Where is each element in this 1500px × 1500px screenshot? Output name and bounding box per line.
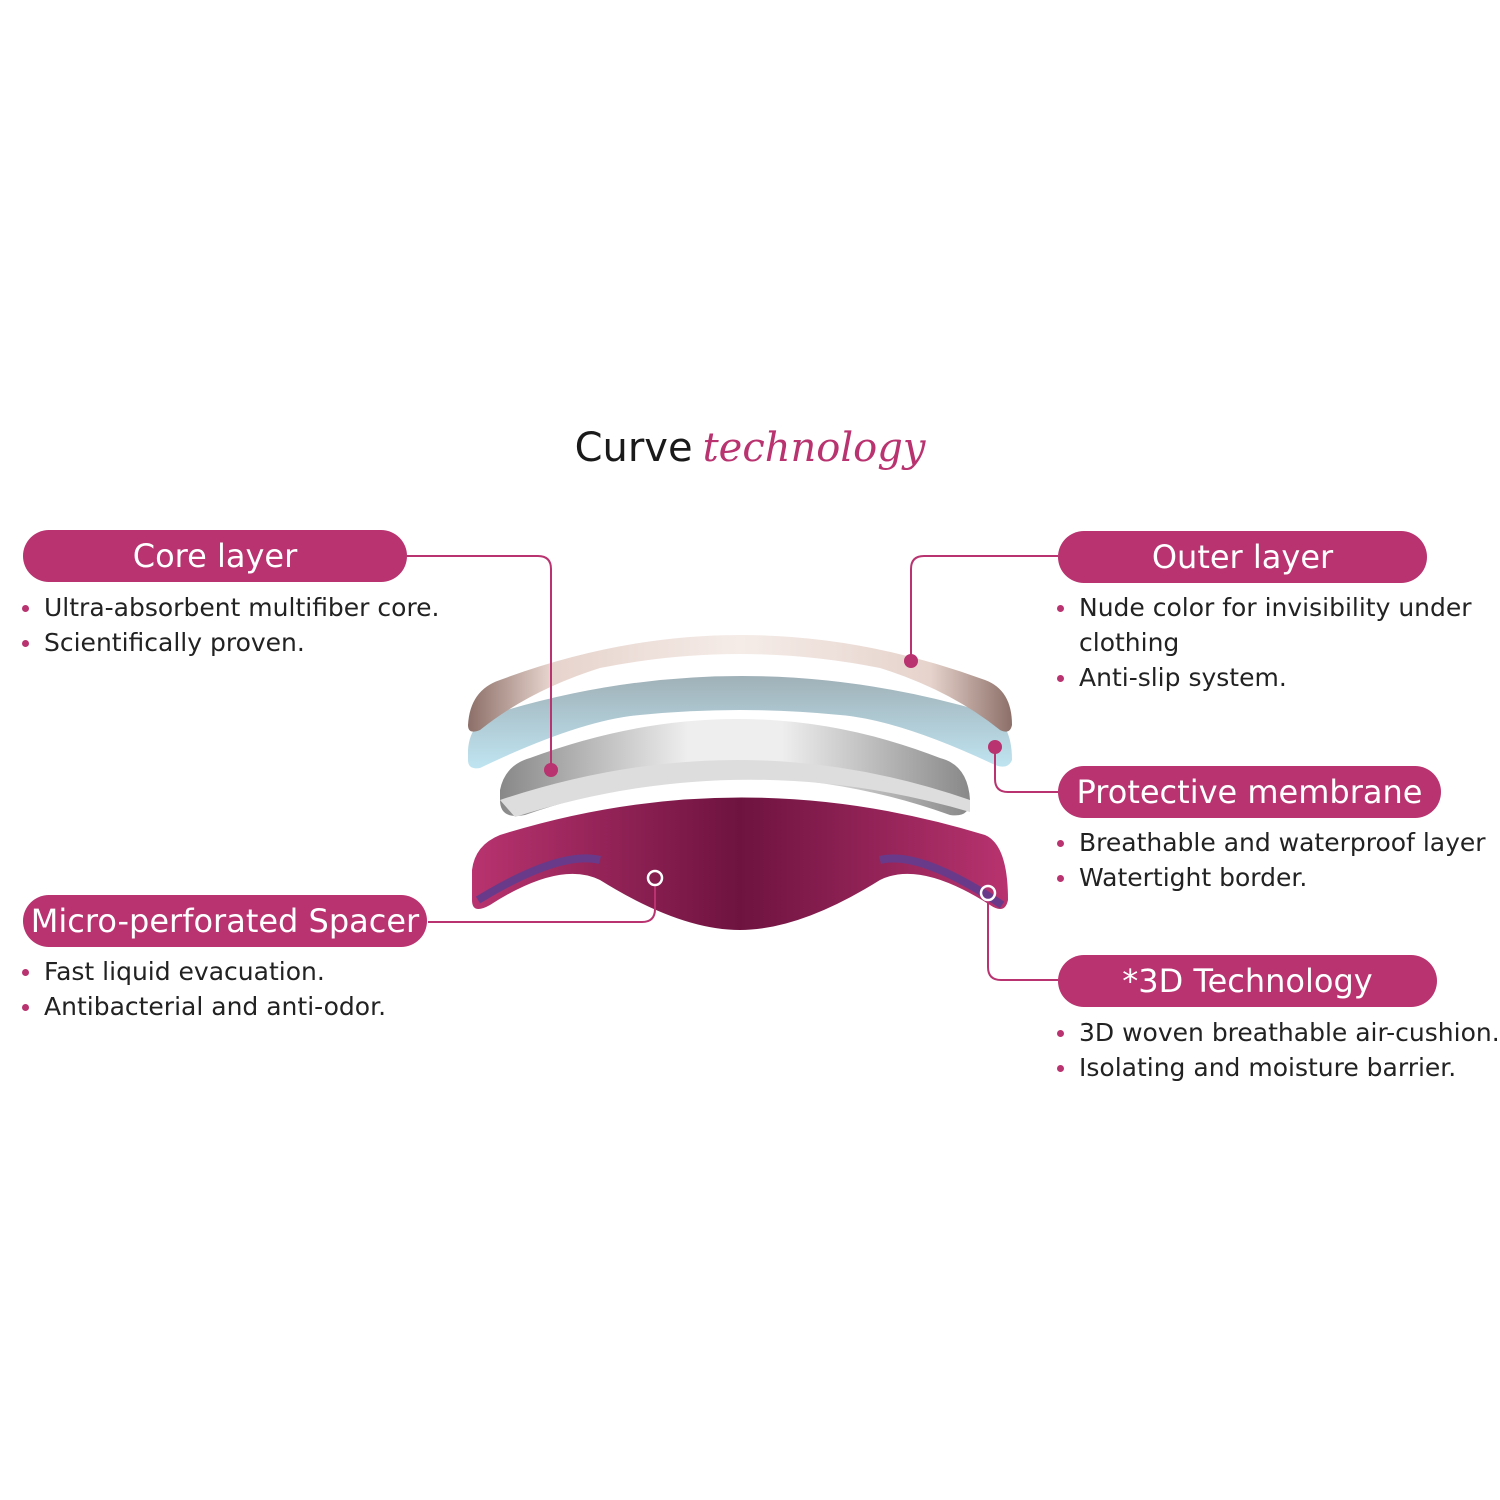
bullet: Antibacterial and anti-odor.: [22, 989, 386, 1024]
membrane-marker: [988, 740, 1002, 754]
3d-technology-label: *3D Technology: [1058, 955, 1437, 1007]
membrane-layer: [468, 676, 1012, 769]
bullet: Watertight border.: [1057, 860, 1486, 895]
spacer-layer: [472, 797, 1008, 930]
outer-marker: [904, 654, 918, 668]
outer-layer-bullets: Nude color for invisibility under clothi…: [1057, 590, 1477, 695]
outer-layer: [468, 635, 1012, 732]
title-accent: technology: [702, 425, 926, 471]
core-fiber: [500, 760, 970, 817]
title-main: Curve: [574, 425, 693, 471]
bullet: 3D woven breathable air-cushion.: [1057, 1015, 1500, 1050]
spacer-bullets: Fast liquid evacuation. Antibacterial an…: [22, 954, 386, 1024]
tech3d-connector: [987, 901, 1058, 981]
spacer-border: [475, 854, 1005, 909]
spacer-connector: [428, 886, 656, 923]
core-layer-bullets: Ultra-absorbent multifiber core. Scienti…: [22, 590, 440, 660]
protective-membrane-bullets: Breathable and waterproof layer Watertig…: [1057, 825, 1486, 895]
bullet: Breathable and waterproof layer: [1057, 825, 1486, 860]
membrane-connector: [994, 747, 1058, 793]
bullet: Isolating and moisture barrier.: [1057, 1050, 1500, 1085]
bullet: Anti-slip system.: [1057, 660, 1477, 695]
outer-layer-label: Outer layer: [1058, 531, 1427, 583]
tech3d-marker: [979, 884, 997, 902]
bullet: Ultra-absorbent multifiber core.: [22, 590, 440, 625]
spacer-marker: [646, 869, 664, 887]
bullet: Scientifically proven.: [22, 625, 440, 660]
bullet: Fast liquid evacuation.: [22, 954, 386, 989]
protective-membrane-label: Protective membrane: [1058, 766, 1441, 818]
3d-technology-bullets: 3D woven breathable air-cushion. Isolati…: [1057, 1015, 1500, 1085]
core-connector: [407, 555, 552, 770]
spacer-label: Micro-perforated Spacer: [23, 895, 427, 947]
core-layer-label: Core layer: [23, 530, 407, 582]
outer-connector: [910, 555, 1058, 661]
bullet: Nude color for invisibility under clothi…: [1057, 590, 1477, 660]
core-marker: [544, 763, 558, 777]
